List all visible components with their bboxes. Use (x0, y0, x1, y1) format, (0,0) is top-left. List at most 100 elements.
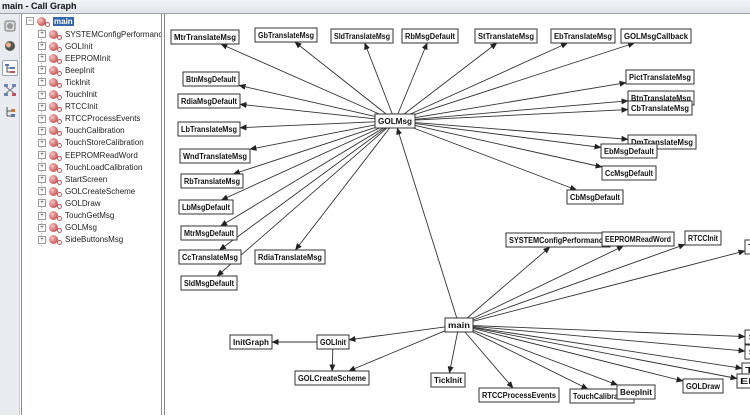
graph-node-CbMsgDefault[interactable]: CbMsgDefault (566, 189, 624, 205)
graph-node-SldMsgDefault[interactable]: SldMsgDefault (180, 275, 238, 291)
function-icon (49, 138, 62, 149)
tree-item[interactable]: +BeepInit (38, 64, 94, 76)
function-icon (49, 41, 62, 52)
node-box (620, 28, 692, 44)
graph-node-BeepInit[interactable]: BeepInit (616, 384, 656, 400)
graph-node-SYSTEMConfigPerformance[interactable]: SYSTEMConfigPerformance (505, 232, 611, 248)
tree-item-label: EEPROMInit (65, 53, 111, 63)
graph-node-EEPROMReadWord[interactable]: EEPROMReadWord (601, 231, 675, 247)
call-edge-main-to-TouchCalibration (472, 331, 589, 390)
node-box (294, 370, 370, 386)
graph-node-EbMsgDefault[interactable]: EbMsgDefault (600, 143, 658, 159)
tree-item[interactable]: +TickInit (38, 76, 90, 88)
tree-item[interactable]: +RTCCInit (38, 101, 98, 113)
tree-root-main[interactable]: −main (26, 15, 74, 27)
graph-node-CcMsgDefault[interactable]: CcMsgDefault (601, 165, 657, 181)
node-box (625, 69, 695, 85)
graph-node-StartScreen[interactable]: S (744, 329, 750, 345)
tree-item[interactable]: +TouchLoadCalibration (38, 161, 142, 173)
hierarchy-view-icon[interactable] (2, 104, 17, 119)
tree-item[interactable]: +RTCCProcessEvents (38, 113, 140, 125)
node-label: Touc (748, 243, 750, 252)
call-edge-main-to-EEPROMInit (472, 327, 738, 381)
graph-node-TouchInit[interactable]: Touc (744, 239, 750, 255)
expand-icon[interactable]: + (38, 30, 46, 38)
graph-node-SldTranslateMsg[interactable]: SldTranslateMsg (330, 28, 394, 44)
expand-icon[interactable]: + (38, 175, 46, 184)
expand-icon[interactable]: + (38, 102, 46, 111)
graph-node-TickInit[interactable]: TickInit (430, 372, 466, 388)
graph-node-CcTranslateMsg[interactable]: CcTranslateMsg (178, 249, 242, 265)
expand-icon[interactable]: + (38, 90, 46, 99)
graph-node-RTCCProcessEvents[interactable]: RTCCProcessEvents (478, 387, 560, 403)
call-edge-GOLMsg-to-MtrMsgDefault (220, 127, 384, 227)
function-icon (49, 53, 62, 64)
graph-node-GOLMsg[interactable]: GOLMsg (374, 113, 416, 129)
graph-node-BtnMsgDefault[interactable]: BtnMsgDefault (182, 71, 240, 87)
expand-icon[interactable]: + (38, 163, 46, 172)
tree-item[interactable]: +SideButtonsMsg (38, 234, 123, 246)
tree-item-label: GOLMsg (65, 223, 98, 233)
tree-item[interactable]: +GOLDraw (38, 197, 101, 209)
graph-node-main[interactable]: main (444, 317, 474, 333)
expand-icon[interactable]: + (38, 126, 46, 135)
graph-node-GOLInit[interactable]: GOLInit (316, 334, 350, 350)
graph-node-CbTranslateMsg[interactable]: CbTranslateMsg (627, 100, 693, 116)
tree-item[interactable]: +TouchCalibration (38, 125, 125, 137)
expand-icon[interactable]: + (38, 114, 46, 123)
tree-view-icon[interactable] (2, 60, 18, 76)
tree-item[interactable]: +GOLInit (38, 40, 93, 52)
expand-icon[interactable]: + (38, 78, 46, 87)
node-box (374, 113, 416, 129)
callee-view-icon[interactable] (2, 38, 17, 53)
graph-node-GOLCreateScheme[interactable]: GOLCreateScheme (294, 370, 370, 386)
graph-node-RTCCInit[interactable]: RTCCInit (684, 230, 722, 246)
tree-item[interactable]: + EEPROMInit (38, 52, 110, 64)
expand-icon[interactable]: + (38, 66, 46, 75)
graph-node-LbMsgDefault[interactable]: LbMsgDefault (178, 199, 234, 215)
graph-node-EbTranslateMsg[interactable]: EbTranslateMsg (550, 28, 616, 44)
graph-node-RbTranslateMsg[interactable]: RbTranslateMsg (180, 173, 244, 189)
graph-node-GOLDraw[interactable]: GOLDraw (682, 378, 724, 394)
graph-node-StTranslateMsg[interactable]: StTranslateMsg (474, 28, 538, 44)
graph-node-SideButtonsMsg[interactable]: S (744, 344, 750, 360)
graph-node-WndTranslateMsg[interactable]: WndTranslateMsg (179, 148, 251, 164)
graph-node-RdiaMsgDefault[interactable]: RdiaMsgDefault (177, 93, 241, 109)
function-icon (49, 150, 62, 161)
call-edge-GOLMsg-to-StTranslateMsg (403, 42, 498, 115)
graph-node-PictTranslateMsg[interactable]: PictTranslateMsg (625, 69, 695, 85)
expand-icon[interactable]: + (38, 187, 46, 196)
graph-node-LbTranslateMsg[interactable]: LbTranslateMsg (177, 121, 241, 137)
graph-node-RbMsgDefault[interactable]: RbMsgDefault (401, 28, 459, 44)
expand-icon[interactable]: + (38, 54, 46, 63)
tree-item[interactable]: +TouchInit (38, 89, 97, 101)
caller-view-icon[interactable] (2, 18, 17, 33)
expand-icon[interactable]: + (38, 211, 46, 220)
graph-node-MtrMsgDefault[interactable]: MtrMsgDefault (180, 225, 238, 241)
graph-view-icon[interactable] (2, 82, 17, 97)
expand-icon[interactable]: + (38, 151, 46, 159)
graph-node-EEPROMInit[interactable]: EEI (736, 373, 750, 389)
expand-icon[interactable]: + (38, 235, 46, 244)
graph-node-InitGraph[interactable]: InitGraph (229, 334, 273, 350)
tree-item[interactable]: +EEPROMReadWord (38, 149, 138, 161)
tree-item[interactable]: +TouchGetMsg (38, 210, 114, 222)
node-label: RdiaMsgDefault (181, 97, 237, 106)
call-graph-canvas[interactable]: GOLMsg MtrTranslateMsg GbTranslateMsg SldTr… (164, 14, 750, 415)
tree-item[interactable]: +TouchStoreCalibration (38, 137, 144, 149)
graph-node-GOLMsgCallback[interactable]: GOLMsgCallback (620, 28, 692, 44)
expand-icon[interactable]: + (38, 42, 46, 51)
node-box (182, 71, 240, 87)
graph-node-TouchGetMsg[interactable]: Te (741, 362, 750, 378)
graph-node-MtrTranslateMsg[interactable]: MtrTranslateMsg (170, 29, 240, 45)
graph-node-RdiaTranslateMsg[interactable]: RdiaTranslateMsg (254, 249, 326, 265)
tree-item[interactable]: +SYSTEMConfigPerformance (38, 28, 161, 40)
expand-icon[interactable]: + (38, 199, 46, 208)
expand-icon[interactable]: + (38, 138, 46, 147)
collapse-icon[interactable]: − (26, 17, 34, 25)
expand-icon[interactable]: + (38, 223, 46, 232)
tree-item[interactable]: +GOLCreateScheme (38, 185, 135, 197)
graph-node-GbTranslateMsg[interactable]: GbTranslateMsg (254, 27, 318, 43)
tree-item[interactable]: + GOLMsg (38, 222, 97, 234)
tree-item[interactable]: +StartScreen (38, 173, 107, 185)
